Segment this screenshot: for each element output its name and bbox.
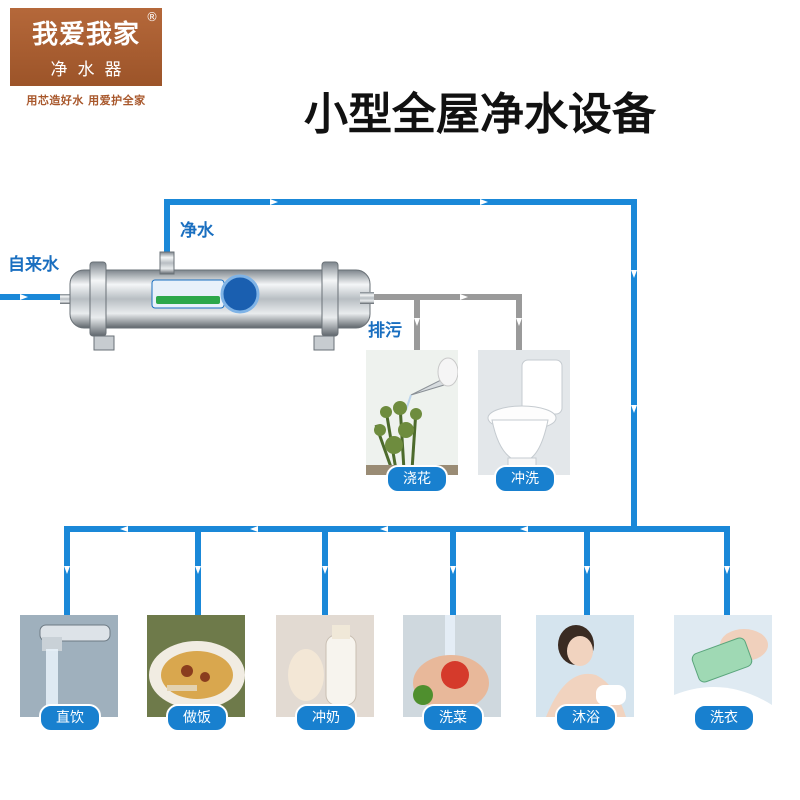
label-direct-drink: 直饮 (39, 704, 101, 732)
flow-arrow (20, 294, 28, 300)
flow-arrow (380, 526, 388, 532)
label-laundry: 洗衣 (693, 704, 755, 732)
laundry-brush-icon (674, 615, 772, 717)
water-filter-unit (60, 251, 374, 351)
label-baby-formula: 冲奶 (295, 704, 357, 732)
washing-vegetables-icon (403, 615, 501, 717)
photo-laundry (674, 615, 772, 717)
brand-slogan: 用芯造好水 用爱护全家 (26, 94, 146, 107)
flow-arrow (480, 199, 488, 205)
flow-arrow (270, 199, 278, 205)
label-bathing: 沐浴 (555, 704, 617, 732)
photo-washing-vegetables (403, 615, 501, 717)
flow-arrow (250, 526, 258, 532)
drain-label: 排污 (368, 321, 402, 341)
flow-arrow (120, 526, 128, 532)
photo-plant-watering (366, 350, 458, 475)
purified-down-pipe (631, 199, 637, 532)
faucet-icon (20, 615, 118, 717)
plant-watering-icon (366, 350, 458, 475)
flow-arrow (460, 294, 468, 300)
flow-arrow (64, 566, 70, 574)
purified-label: 净水 (180, 221, 214, 241)
label-plant-watering: 浇花 (386, 465, 448, 493)
photo-shower (536, 615, 634, 717)
cooking-icon (147, 615, 245, 717)
flow-arrow (195, 566, 201, 574)
flow-arrow (322, 566, 328, 574)
flow-arrow (520, 526, 528, 532)
toilet-icon (478, 350, 570, 475)
distribution-main-pipe (64, 526, 730, 532)
flow-arrow (724, 566, 730, 574)
flow-arrow (450, 566, 456, 574)
brand-product: 净水器 (50, 60, 132, 80)
inlet-label: 自来水 (8, 255, 59, 275)
inlet-pipe (0, 294, 70, 300)
flow-arrow (584, 566, 590, 574)
baby-bottle-icon (276, 615, 374, 717)
purified-top-pipe (164, 199, 637, 205)
registered-mark: ® (146, 10, 158, 24)
brand-logo: 我爱我家 净水器 ® (10, 8, 162, 86)
flow-arrow (414, 318, 420, 326)
label-toilet-flush: 冲洗 (494, 465, 556, 493)
purified-riser-pipe (164, 199, 170, 259)
flow-arrow (631, 270, 637, 278)
photo-cooking (147, 615, 245, 717)
brand-name: 我爱我家 (31, 20, 140, 50)
label-wash-vegetables: 洗菜 (422, 704, 484, 732)
shower-icon (536, 615, 634, 717)
label-cooking: 做饭 (166, 704, 228, 732)
flow-arrow (631, 405, 637, 413)
photo-faucet (20, 615, 118, 717)
drain-pipe (370, 294, 522, 300)
photo-baby-bottle (276, 615, 374, 717)
photo-toilet (478, 350, 570, 475)
page-title: 小型全屋净水设备 (304, 89, 656, 140)
flow-arrow (516, 318, 522, 326)
